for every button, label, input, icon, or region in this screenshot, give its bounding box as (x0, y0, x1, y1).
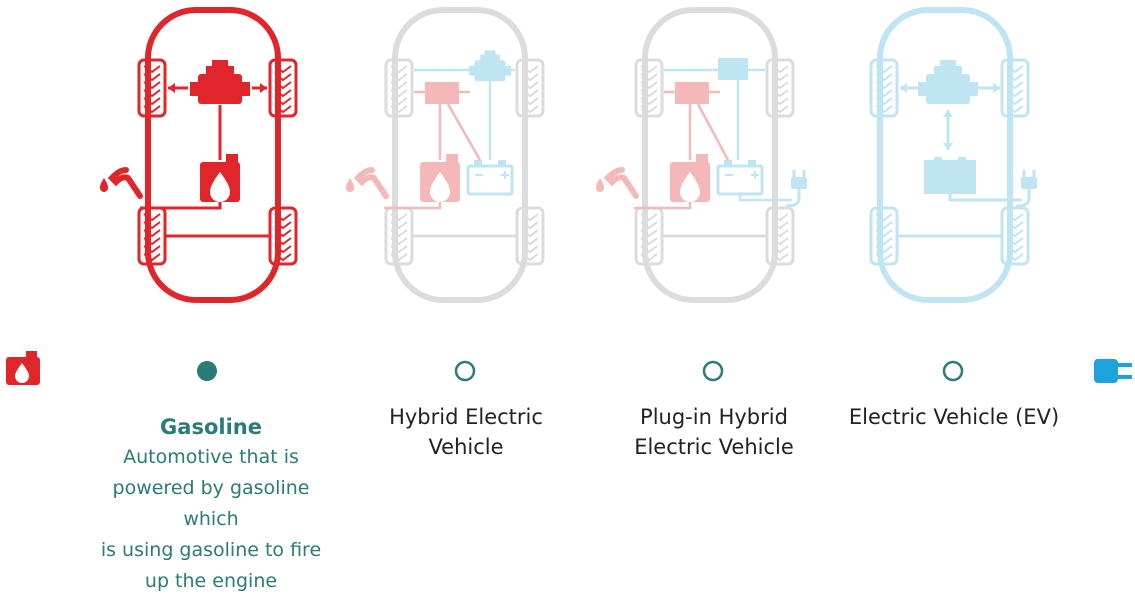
stage-label-line: Vehicle (428, 435, 504, 459)
stage-description-line: Automotive that is (123, 446, 299, 468)
stage-label-hybrid: Hybrid Electric Vehicle (346, 402, 586, 462)
car-diagram-ev (869, 7, 1039, 303)
vehicle-evolution-diagram (6, 7, 1132, 385)
stage-description-line: powered by gasoline which (112, 477, 310, 530)
fuel-can-icon (6, 351, 40, 385)
stage-label-gasoline: Gasoline Automotive that is powered by g… (91, 412, 331, 597)
timeline-node-hybrid (454, 360, 476, 382)
stage-label-line: Electric Vehicle (634, 435, 794, 459)
battery-icon (466, 158, 514, 196)
timeline-node-plugin (702, 360, 724, 382)
stage-label-line: Electric Vehicle (EV) (848, 405, 1060, 429)
fuel-nozzle-icon (100, 170, 140, 196)
stage-label-line: Hybrid Electric (389, 405, 543, 429)
stage-description-line: is using gasoline to fire (100, 539, 322, 561)
electric-plug-icon (1094, 359, 1132, 383)
stage-description-line: up the engine (144, 570, 278, 592)
car-diagram-plugin-hybrid (596, 7, 809, 303)
electric-motor-icon (918, 60, 978, 104)
fuel-tank-icon (200, 154, 240, 202)
stage-label-ev: Electric Vehicle (EV) (824, 402, 1084, 432)
stage-label-plugin: Plug-in Hybrid Electric Vehicle (594, 402, 834, 462)
car-diagram-gasoline (100, 7, 298, 303)
timeline-node-gasoline (197, 361, 217, 381)
car-diagram-hybrid (346, 7, 545, 303)
battery-icon (716, 158, 764, 196)
fuel-tank-icon (670, 154, 710, 202)
timeline-node-ev (942, 360, 964, 382)
stage-title-gasoline: Gasoline (160, 415, 262, 439)
fuel-tank-icon (420, 154, 460, 202)
stage-label-line: Plug-in Hybrid (640, 405, 788, 429)
engine-icon (190, 60, 250, 104)
